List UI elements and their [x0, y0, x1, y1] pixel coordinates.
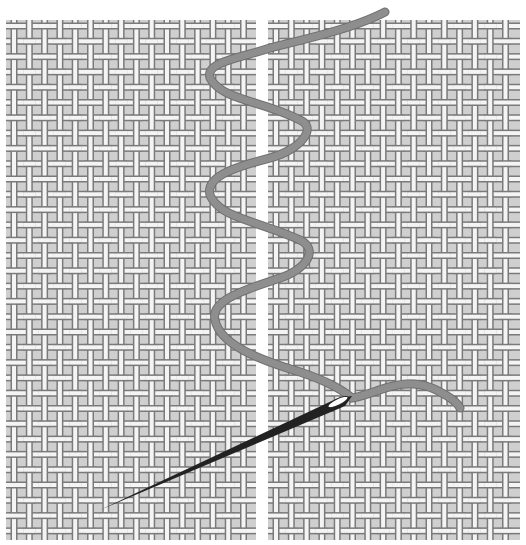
woven-canvas-left [6, 20, 256, 540]
woven-canvas-right [268, 20, 520, 540]
